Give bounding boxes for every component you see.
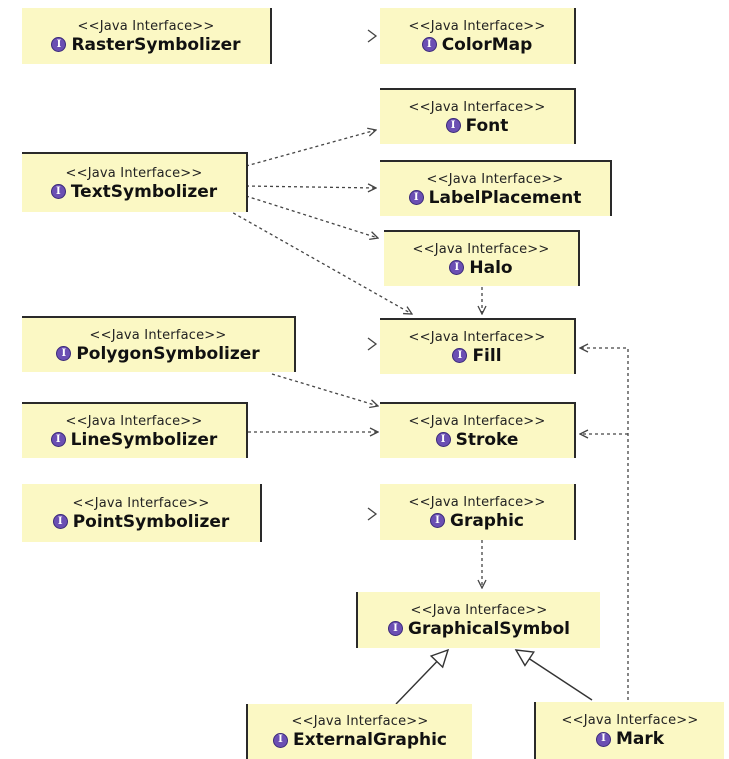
stereotype-label: <<Java Interface>> [408,99,546,115]
class-name: Font [465,115,509,136]
stereotype-label: <<Java Interface>> [77,18,215,34]
interface-icon: I [435,432,451,447]
graphical-symbol-interface[interactable]: <<Java Interface>> I GraphicalSymbol [356,592,600,648]
class-name: GraphicalSymbol [408,618,570,639]
stereotype-label: <<Java Interface>> [408,329,546,345]
mark-interface[interactable]: <<Java Interface>> I Mark [534,702,724,759]
stereotype-label: <<Java Interface>> [561,713,699,728]
stereotype-label: <<Java Interface>> [291,714,429,729]
interface-icon: I [388,621,403,636]
interface-icon: I [50,184,66,199]
interface-icon: I [52,514,68,529]
stereotype-label: <<Java Interface>> [65,413,203,429]
stub-arrow-graphic [367,507,378,521]
halo-interface[interactable]: <<Java Interface>> I Halo [384,230,580,286]
interface-icon: I [56,346,72,361]
gen-mark-graphicalsymbol [514,649,593,701]
raster-symbolizer-interface[interactable]: <<Java Interface>> I RasterSymbolizer [22,8,272,64]
interface-icon: I [408,190,424,205]
point-symbolizer-interface[interactable]: <<Java Interface>> I PointSymbolizer [22,484,262,542]
stereotype-label: <<Java Interface>> [89,327,227,343]
font-interface[interactable]: <<Java Interface>> I Font [380,88,576,144]
class-name: Halo [469,257,513,278]
interface-icon: I [51,37,67,52]
external-graphic-interface[interactable]: <<Java Interface>> I ExternalGraphic [246,704,472,759]
class-name: LineSymbolizer [70,429,218,450]
label-placement-interface[interactable]: <<Java Interface>> I LabelPlacement [380,160,612,216]
dep-polygonsymbolizer-stroke [271,373,378,406]
class-name: Fill [472,345,502,366]
class-name: PointSymbolizer [72,511,230,532]
class-name: Stroke [455,429,519,450]
gen-externalgraphic-graphicalsymbol [395,648,450,705]
stub-arrow-colormap [367,29,378,43]
class-name: ExternalGraphic [292,730,447,750]
interface-icon: I [595,731,611,747]
stereotype-label: <<Java Interface>> [412,241,550,257]
class-name: RasterSymbolizer [71,34,241,55]
stereotype-label: <<Java Interface>> [408,18,546,34]
interface-icon: I [272,732,288,748]
interface-icon: I [445,118,461,133]
interface-icon: I [430,513,445,528]
class-name: ColorMap [441,34,533,55]
interface-icon: I [452,348,468,363]
class-name: Mark [615,729,665,749]
interface-icon: I [50,432,66,447]
stereotype-label: <<Java Interface>> [410,602,548,618]
class-name: TextSymbolizer [70,181,218,202]
polygon-symbolizer-interface[interactable]: <<Java Interface>> I PolygonSymbolizer [22,316,296,372]
graphic-interface[interactable]: <<Java Interface>> I Graphic [380,484,576,540]
color-map-interface[interactable]: <<Java Interface>> I ColorMap [380,8,576,64]
class-name: PolygonSymbolizer [76,343,260,364]
fill-interface[interactable]: <<Java Interface>> I Fill [380,318,576,374]
stub-arrow-fill [367,337,378,351]
dep-textsymbolizer-labelplacement [245,186,376,188]
stereotype-label: <<Java Interface>> [408,494,546,510]
dep-textsymbolizer-font [245,130,376,167]
stereotype-label: <<Java Interface>> [65,165,203,181]
stereotype-label: <<Java Interface>> [72,495,210,511]
text-symbolizer-interface[interactable]: <<Java Interface>> I TextSymbolizer [22,152,248,212]
line-symbolizer-interface[interactable]: <<Java Interface>> I LineSymbolizer [22,402,248,458]
interface-icon: I [421,37,437,52]
class-name: Graphic [450,510,524,531]
stereotype-label: <<Java Interface>> [408,413,546,429]
interface-icon: I [449,260,465,275]
stroke-interface[interactable]: <<Java Interface>> I Stroke [380,402,576,458]
dep-textsymbolizer-halo [245,195,378,238]
stereotype-label: <<Java Interface>> [426,171,564,187]
class-name: LabelPlacement [428,187,582,208]
